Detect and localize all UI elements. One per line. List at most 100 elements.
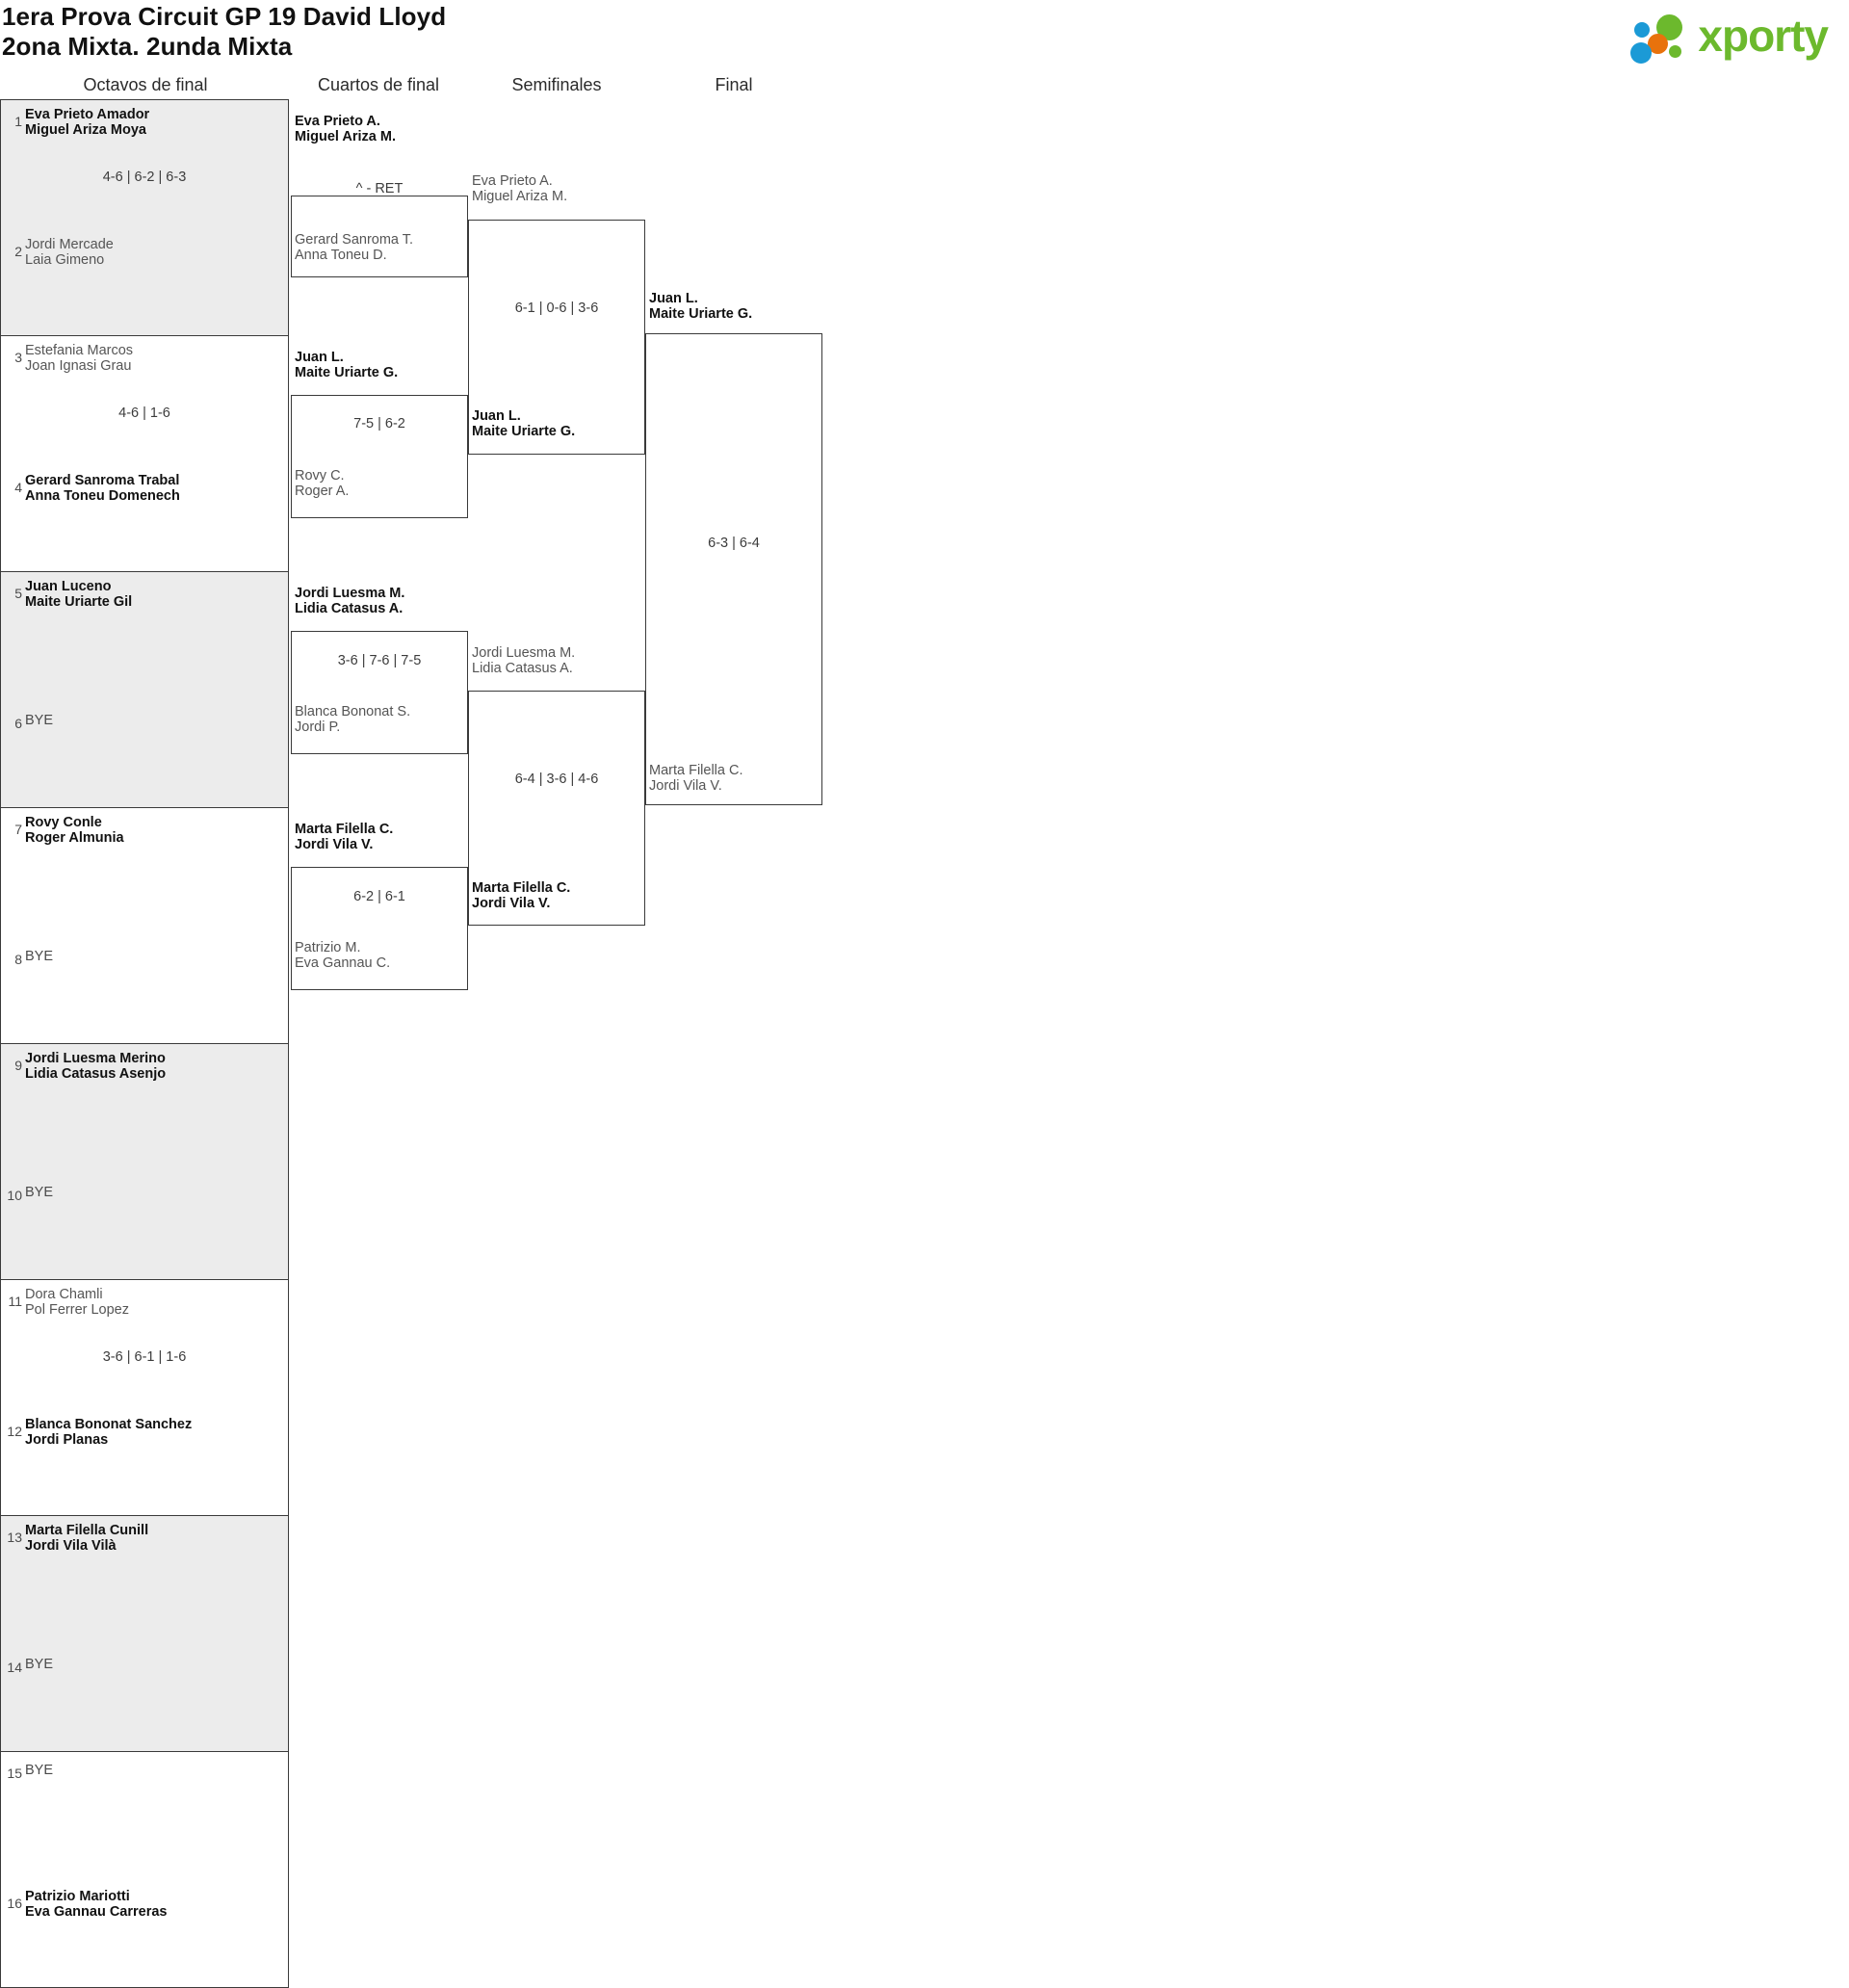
- round1-bye-label: BYE: [25, 713, 54, 728]
- round2-team-bottom-line-2: Jordi P.: [295, 719, 341, 735]
- seed-number: 2: [14, 244, 22, 259]
- round1-bye-label: BYE: [25, 1657, 54, 1672]
- round3-team-top-line-1: Jordi Luesma M.: [472, 645, 576, 661]
- round1-team-line-2: Pol Ferrer Lopez: [25, 1301, 129, 1318]
- logo-dot-orange: [1648, 34, 1669, 54]
- round2-team-bottom-line-2: Roger A.: [295, 483, 350, 499]
- round4-team-bottom-line-2: Jordi Vila V.: [649, 777, 722, 794]
- round1-team-line-2: Maite Uriarte Gil: [25, 593, 133, 610]
- round2-match-box[interactable]: [291, 395, 468, 518]
- round1-team-line-2: Anna Toneu Domenech: [25, 487, 180, 504]
- round1-bye-label: BYE: [25, 949, 54, 964]
- round3-score: 6-1 | 0-6 | 3-6: [514, 301, 599, 316]
- round2-team-bottom: Blanca Bononat S.Jordi P.: [295, 704, 411, 735]
- round2-match-box[interactable]: [291, 631, 468, 754]
- seed-number: 12: [7, 1424, 22, 1439]
- round3-score: 6-4 | 3-6 | 4-6: [514, 772, 599, 787]
- round2-team-top-line-1: Marta Filella C.: [295, 822, 394, 837]
- round2-team-top-line-2: Jordi Vila V.: [295, 836, 374, 852]
- round1-team-line-1: Blanca Bononat Sanchez: [25, 1417, 193, 1432]
- round2-match-box[interactable]: [291, 196, 468, 277]
- round1-match[interactable]: [0, 335, 289, 572]
- round2-match-box[interactable]: [291, 867, 468, 990]
- seed-number: 1: [14, 114, 22, 129]
- round3-team-top-line-1: Eva Prieto A.: [472, 173, 553, 189]
- round1-team-line-1: Eva Prieto Amador: [25, 107, 150, 122]
- round1-team-line-1: Gerard Sanroma Trabal: [25, 473, 180, 488]
- round1-match[interactable]: [0, 99, 289, 336]
- round3-team-bottom-line-1: Juan L.: [472, 408, 521, 424]
- round3-team-bottom: Juan L.Maite Uriarte G.: [472, 408, 575, 439]
- round1-team-line-2: Roger Almunia: [25, 829, 124, 846]
- round3-team-top: Jordi Luesma M.Lidia Catasus A.: [472, 645, 576, 676]
- round2-team-top-line-2: Lidia Catasus A.: [295, 600, 404, 616]
- seed-number: 14: [7, 1660, 22, 1675]
- seed-number: 15: [7, 1766, 22, 1781]
- round1-match[interactable]: [0, 807, 289, 1044]
- round1-team-line-2: Jordi Planas: [25, 1431, 109, 1448]
- round-header-cuartos: Cuartos de final: [317, 75, 440, 94]
- round-header-final: Final: [715, 75, 753, 94]
- seed-number: 10: [7, 1188, 22, 1203]
- round2-team-bottom-line-1: Blanca Bononat S.: [295, 704, 411, 719]
- round1-team-line-1: Jordi Mercade: [25, 237, 114, 252]
- round4-team-top-line-2: Maite Uriarte G.: [649, 305, 753, 322]
- round1-team-line-2: Jordi Vila Vilà: [25, 1537, 117, 1554]
- seed-number: 8: [14, 952, 22, 967]
- round2-team-top: Eva Prieto A.Miguel Ariza M.: [295, 114, 396, 144]
- round1-match[interactable]: [0, 1043, 289, 1280]
- seed-number: 4: [14, 480, 22, 495]
- round2-team-bottom-line-1: Gerard Sanroma T.: [295, 232, 414, 248]
- round3-match-box[interactable]: [468, 691, 645, 926]
- seed-number: 6: [14, 716, 22, 731]
- round1-team-line-1: Rovy Conle: [25, 815, 102, 830]
- round1-team-line-1: Juan Luceno: [25, 579, 112, 594]
- round1-match[interactable]: [0, 1751, 289, 1988]
- seed-number: 3: [14, 350, 22, 365]
- seed-number: 11: [8, 1294, 22, 1309]
- round2-team-bottom-line-1: Patrizio M.: [295, 940, 361, 955]
- round2-team-top-line-1: Jordi Luesma M.: [295, 586, 405, 601]
- title-line-1: 1era Prova Circuit GP 19 David Lloyd: [2, 2, 447, 31]
- round3-team-top: Eva Prieto A.Miguel Ariza M.: [472, 173, 568, 204]
- round1-score: 4-6 | 6-2 | 6-3: [102, 170, 187, 185]
- round4-team-top: Juan L.Maite Uriarte G.: [649, 291, 753, 322]
- round1-team-line-2: Miguel Ariza Moya: [25, 121, 146, 138]
- round3-team-top-line-2: Miguel Ariza M.: [472, 188, 568, 204]
- round4-team-bottom-line-1: Marta Filella C.: [649, 763, 743, 778]
- xporty-logo[interactable]: xporty: [1630, 6, 1829, 65]
- round1-team-line-1: Dora Chamli: [25, 1287, 103, 1302]
- seed-number: 13: [7, 1530, 22, 1545]
- round1-match[interactable]: [0, 571, 289, 808]
- round3-match-box[interactable]: [468, 220, 645, 455]
- round-header-semifinales: Semifinales: [511, 75, 602, 94]
- round1-score: 3-6 | 6-1 | 1-6: [102, 1349, 187, 1365]
- seed-number: 16: [7, 1896, 22, 1911]
- round1-team-line-1: Marta Filella Cunill: [25, 1523, 149, 1538]
- round1-match[interactable]: [0, 1279, 289, 1516]
- round2-team-top-line-1: Eva Prieto A.: [295, 114, 380, 129]
- round3-team-bottom: Marta Filella C.Jordi Vila V.: [472, 880, 571, 911]
- round2-team-top-line-1: Juan L.: [295, 350, 344, 365]
- round2-score: ^ - RET: [355, 181, 404, 196]
- title-line-2: 2ona Mixta. 2unda Mixta: [2, 32, 293, 61]
- round1-team-line-1: Jordi Luesma Merino: [25, 1051, 166, 1066]
- round1-team-line-2: Joan Ignasi Grau: [25, 357, 132, 374]
- round2-team-top: Juan L.Maite Uriarte G.: [295, 350, 399, 380]
- round1-team-line-2: Laia Gimeno: [25, 251, 105, 268]
- round2-team-top: Marta Filella C.Jordi Vila V.: [295, 822, 394, 852]
- round4-team-top-line-1: Juan L.: [649, 291, 698, 306]
- seed-number: 5: [14, 586, 22, 601]
- round4-match-box[interactable]: [645, 333, 822, 805]
- logo-dot-blue-large: [1630, 42, 1653, 64]
- round3-team-bottom-line-1: Marta Filella C.: [472, 880, 571, 896]
- logo-dot-green-small: [1669, 45, 1682, 58]
- round2-team-bottom-line-2: Anna Toneu D.: [295, 247, 387, 263]
- round2-team-top-line-2: Maite Uriarte G.: [295, 364, 399, 380]
